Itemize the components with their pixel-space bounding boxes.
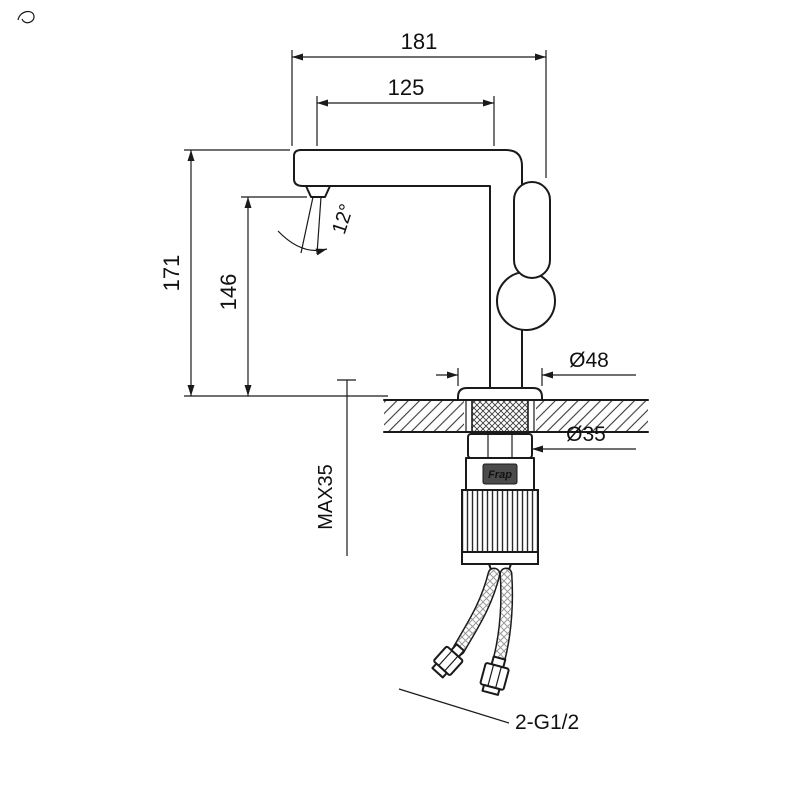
dim-spout-height-label: 146 xyxy=(216,274,241,311)
connection-callout: 2-G1/2 xyxy=(398,688,579,734)
dimension-spout-reach: 125 xyxy=(316,75,495,146)
connection-label: 2-G1/2 xyxy=(515,711,579,734)
leader-line xyxy=(398,688,510,724)
hose-right-braid xyxy=(494,569,512,665)
threaded-shank xyxy=(471,399,529,433)
aerator xyxy=(305,185,331,198)
angle-label: 12° xyxy=(328,201,358,237)
dim-base-diameter-label: Ø48 xyxy=(569,349,609,372)
dimension-max-thickness: MAX35 xyxy=(315,379,356,556)
fitting-tip xyxy=(481,683,501,696)
dim-total-height-label: 171 xyxy=(159,255,184,292)
mounting-hardware: Frap xyxy=(461,433,539,576)
handle-ball xyxy=(496,271,556,331)
fitting-facet xyxy=(495,666,502,689)
dim-max-thickness-label: MAX35 xyxy=(315,464,337,530)
angle-arc xyxy=(277,230,328,256)
handle-lever xyxy=(513,181,551,279)
countertop xyxy=(383,399,649,433)
dimension-total-height: 171 xyxy=(159,149,388,397)
ribbed-nut-base xyxy=(461,551,539,565)
angle-annotation: 12° xyxy=(277,196,358,256)
dimension-spout-height: 146 xyxy=(216,196,307,396)
fitting-tip xyxy=(431,662,448,679)
dimension-total-reach: 181 xyxy=(291,29,547,178)
dimension-shank-diameter: Ø35 xyxy=(532,423,636,453)
fitting-facet xyxy=(487,664,495,687)
dim-total-reach-label: 181 xyxy=(401,29,438,54)
brand-logo-plate xyxy=(482,463,518,485)
dim-spout-reach-label: 125 xyxy=(388,75,425,100)
corner-watermark xyxy=(17,10,35,24)
countertop-hatch-right xyxy=(536,401,648,431)
locknut xyxy=(467,433,533,459)
fitting-facet xyxy=(444,655,459,672)
spray-line xyxy=(316,196,322,255)
faucet-outline xyxy=(293,149,523,389)
dimension-base-diameter: Ø48 xyxy=(436,349,636,386)
spray-line xyxy=(300,196,314,254)
fitting-facet xyxy=(438,650,453,667)
brand-logo-text: Frap xyxy=(488,469,512,481)
countertop-hatch-left xyxy=(384,401,464,431)
hose-fitting-right xyxy=(479,655,510,696)
base-flange xyxy=(457,387,543,401)
dim-shank-diameter-label: Ø35 xyxy=(566,423,606,446)
hose-left-braid xyxy=(454,569,499,654)
faucet-body xyxy=(293,149,556,401)
hose-fitting-left xyxy=(431,643,466,679)
supply-hoses xyxy=(431,567,514,696)
